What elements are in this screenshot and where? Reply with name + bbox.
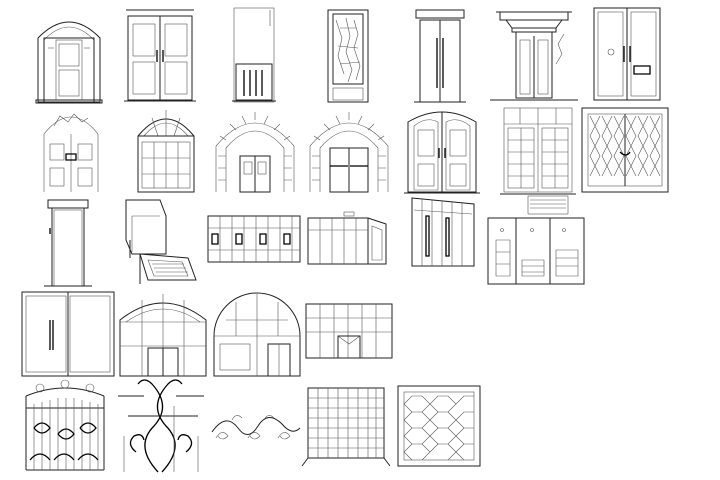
arched-glass-facade <box>118 290 208 378</box>
scroll-ornament <box>208 408 304 448</box>
glass-entrance-bay <box>306 210 392 266</box>
stone-arch-door-a <box>212 106 298 196</box>
decorative-glass-door <box>326 8 370 104</box>
tall-narrow-door <box>414 8 466 104</box>
arched-window-door <box>134 104 198 196</box>
ornate-arched-door <box>40 104 102 196</box>
arched-panel-door <box>35 8 103 104</box>
double-door-arched-top <box>404 104 480 196</box>
wrought-iron-fence <box>20 378 110 476</box>
door-with-grille <box>232 6 276 104</box>
hexagon-lattice-panel <box>396 384 482 468</box>
sliding-partition <box>408 196 478 268</box>
multi-pane-double-door <box>500 106 576 196</box>
glass-double-door-with-sign <box>592 6 662 104</box>
folding-bed-unit <box>120 196 200 288</box>
door-with-canopy <box>490 4 578 104</box>
scroll-iron-panel <box>114 376 210 476</box>
utility-cabinet-doors <box>486 194 586 288</box>
semicircle-window-facade <box>212 290 302 378</box>
stone-arch-door-b <box>306 106 392 196</box>
shopfront-facade <box>304 302 394 362</box>
storefront-row <box>206 214 302 264</box>
double-door <box>124 6 196 104</box>
wide-double-door <box>20 290 116 378</box>
mesh-fence-panel <box>300 386 391 468</box>
folding-grille-door <box>580 106 670 194</box>
frame-door <box>44 198 92 290</box>
